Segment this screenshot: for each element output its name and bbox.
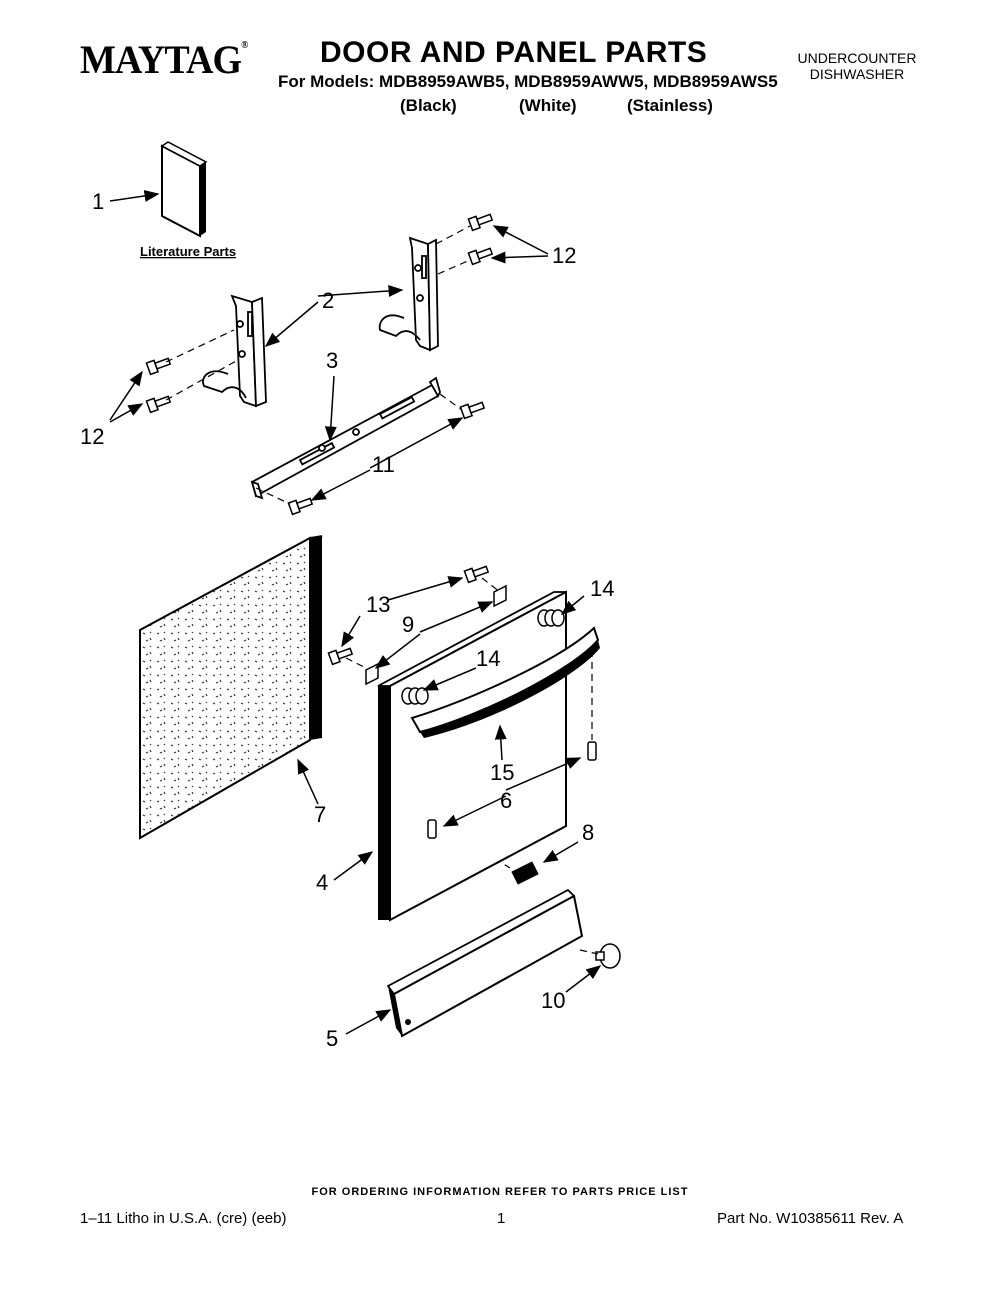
hinge-bracket-left (202, 294, 267, 408)
callout-14-right: 14 (590, 576, 614, 601)
literature-label: Literature Parts (140, 244, 236, 259)
callout-12-right: 12 (552, 243, 576, 268)
door-handle (410, 626, 600, 738)
door-panel (377, 590, 567, 922)
screw-icons (145, 213, 621, 969)
ordering-note: FOR ORDERING INFORMATION REFER TO PARTS … (311, 1186, 689, 1198)
part-number: Part No. W10385611 Rev. A (717, 1210, 904, 1227)
variant-white: (White) (519, 96, 577, 115)
category-line-1: UNDERCOUNTER (797, 50, 917, 66)
callout-15: 15 (490, 760, 514, 785)
callout-2: 2 (322, 288, 334, 313)
callout-9: 9 (402, 612, 414, 637)
literature-booklet (160, 141, 208, 238)
spacer-plates (365, 584, 507, 686)
handle-studs (401, 609, 565, 705)
page-number: 1 (497, 1210, 506, 1227)
mounting-rail (250, 376, 441, 500)
category-line-2: DISHWASHER (809, 66, 905, 82)
page-title: DOOR AND PANEL PARTS (320, 36, 708, 69)
insulation-panel (139, 535, 323, 840)
callout-7: 7 (314, 802, 326, 827)
callout-numbers: 1 2 3 4 5 6 7 8 9 10 11 12 12 13 14 14 1… (80, 189, 614, 1051)
callout-10: 10 (541, 988, 565, 1013)
callout-14-left: 14 (476, 646, 500, 671)
callout-4: 4 (316, 870, 328, 895)
callout-8: 8 (582, 820, 594, 845)
hinge-bracket-right (378, 236, 439, 352)
handle-pins (427, 741, 597, 839)
litho-info: 1–11 Litho in U.S.A. (cre) (eeb) (80, 1210, 287, 1227)
callout-1: 1 (92, 189, 104, 214)
variant-black: (Black) (400, 96, 457, 115)
variant-stainless: (Stainless) (627, 96, 713, 115)
callout-3: 3 (326, 348, 338, 373)
leader-arrows (109, 190, 602, 1035)
toe-panel (386, 888, 584, 1038)
callout-6: 6 (500, 788, 512, 813)
badge (511, 861, 539, 885)
models-line: For Models: MDB8959AWB5, MDB8959AWW5, MD… (278, 72, 778, 91)
callout-5: 5 (326, 1026, 338, 1051)
product-category: UNDERCOUNTER DISHWASHER (792, 50, 922, 82)
callout-13: 13 (366, 592, 390, 617)
brand-name: MAYTAG (80, 37, 242, 82)
brand-mark: ® (241, 40, 248, 51)
callout-12-left: 12 (80, 424, 104, 449)
callout-11: 11 (372, 452, 395, 477)
brand-logo: MAYTAG® (80, 36, 248, 83)
